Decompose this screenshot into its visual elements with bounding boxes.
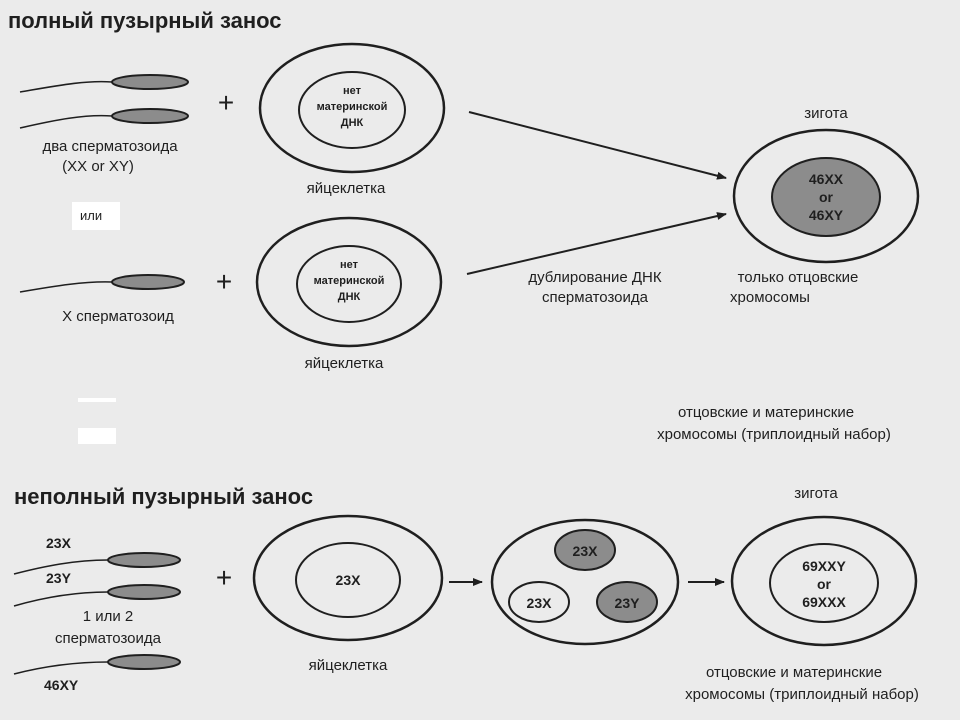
white-mark	[78, 428, 116, 444]
duplication-label: дублирование ДНК	[528, 269, 661, 286]
plus-sign: +	[216, 562, 232, 593]
zygote-karyotype: 46XX	[809, 171, 844, 187]
empty-ovum	[255, 216, 443, 348]
empty-ovum	[258, 42, 446, 174]
zygote-karyotype: or	[819, 189, 834, 205]
triploid-label: отцовские и материнские	[706, 664, 882, 681]
pronucleus-label: 23Y	[615, 595, 641, 611]
zygote-partial	[730, 515, 918, 647]
sperm-genotype: 23X	[46, 535, 72, 551]
zygote-karyotype: or	[817, 576, 832, 592]
plus-sign: +	[218, 87, 234, 118]
sperm-icon	[13, 552, 181, 575]
ovum-nucleus-text: 23X	[336, 572, 362, 588]
zygote-complete	[732, 128, 920, 264]
ovum-label: яйцеклетка	[305, 355, 384, 372]
sperm-icon	[13, 584, 181, 607]
fertilized-ovum	[490, 518, 680, 646]
ovum-label: яйцеклетка	[309, 657, 388, 674]
zygote-karyotype: 69XXX	[802, 594, 846, 610]
sperm-icon	[19, 74, 189, 93]
partial-mole-title: неполный пузырный занос	[14, 484, 313, 509]
sperm-icon	[13, 654, 181, 675]
pronucleus-label: 23X	[527, 595, 553, 611]
zygote-label: зигота	[794, 485, 838, 502]
two-sperm-genotype: (XX or XY)	[62, 158, 134, 175]
paternal-only-label: только отцовские	[738, 269, 859, 286]
arrow	[468, 111, 727, 180]
sperm-genotype: 46XY	[44, 677, 79, 693]
triploid-label: отцовские и материнские	[678, 404, 854, 421]
pronucleus-label: 23X	[573, 543, 599, 559]
complete-mole-title: полный пузырный занос	[8, 8, 282, 33]
sperm-icon	[19, 274, 185, 293]
ovum	[252, 514, 444, 642]
arrow	[466, 212, 727, 275]
triploid-label: хромосомы (триплоидный набор)	[685, 686, 919, 703]
sperm-genotype: 23Y	[46, 570, 72, 586]
white-mark	[78, 398, 116, 402]
zygote-label: зигота	[804, 105, 848, 122]
ovum-nucleus-text: материнской	[317, 101, 388, 113]
or-label: или	[80, 208, 102, 223]
sperm-icon	[19, 108, 189, 129]
ovum-nucleus-text: ДНК	[341, 117, 364, 129]
zygote-karyotype: 69XXY	[802, 558, 846, 574]
plus-sign: +	[216, 266, 232, 297]
ovum-nucleus-text: ДНК	[338, 291, 361, 303]
single-sperm-label: X сперматозоид	[62, 308, 174, 325]
ovum-nucleus-text: нет	[340, 259, 359, 271]
triploid-label: хромосомы (триплоидный набор)	[657, 426, 891, 443]
two-sperm-label: два сперматозоида	[42, 138, 178, 155]
paternal-only-label: хромосомы	[730, 289, 810, 306]
sperm-count-label: 1 или 2	[83, 608, 134, 625]
or-box	[72, 202, 120, 230]
duplication-label: сперматозоида	[542, 289, 649, 306]
ovum-nucleus-text: нет	[343, 85, 362, 97]
zygote-karyotype: 46XY	[809, 207, 844, 223]
sperm-count-label: сперматозоида	[55, 630, 162, 647]
ovum-nucleus-text: материнской	[314, 275, 385, 287]
ovum-label: яйцеклетка	[307, 180, 386, 197]
